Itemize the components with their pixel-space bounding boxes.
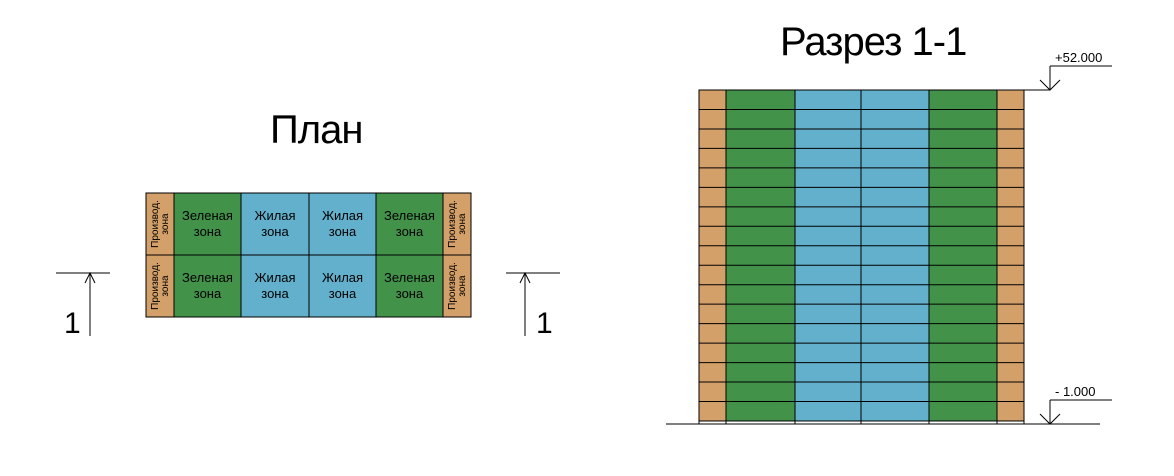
section-building bbox=[698, 89, 1025, 425]
plan-cell-label: Производ.зона bbox=[447, 262, 468, 310]
section-column-green bbox=[725, 89, 796, 422]
plan-cell-label: Производ.зона bbox=[150, 262, 171, 310]
elevation-label: - 1.000 bbox=[1055, 384, 1095, 399]
section-column-living bbox=[860, 89, 930, 422]
plan-cell-production: Производ.зона bbox=[442, 254, 472, 318]
section-column-green bbox=[928, 89, 998, 422]
cut-mark-right: 1 bbox=[506, 271, 560, 340]
plan-title: План bbox=[270, 108, 363, 152]
plan-cell-label: Производ.зона bbox=[150, 200, 171, 248]
section-column-production bbox=[996, 89, 1025, 422]
elevation-mark-top: +52.000 bbox=[1024, 50, 1112, 91]
plan-cell-label: Производ.зона bbox=[447, 200, 468, 248]
plan-cell-production: Производ.зона bbox=[145, 192, 175, 256]
elevation-mark-bottom: - 1.000 bbox=[1024, 384, 1112, 425]
elevation-label: +52.000 bbox=[1055, 50, 1102, 65]
section-title: Разрез 1-1 bbox=[780, 20, 967, 64]
cut-mark-number: 1 bbox=[536, 307, 553, 340]
cut-mark-left: 1 bbox=[56, 271, 110, 340]
section-column-living bbox=[794, 89, 862, 422]
plan-cell-production: Производ.зона bbox=[442, 192, 472, 256]
plan-cell-production: Производ.зона bbox=[145, 254, 175, 318]
section-column-production bbox=[698, 89, 727, 422]
cut-mark-number: 1 bbox=[64, 307, 81, 340]
